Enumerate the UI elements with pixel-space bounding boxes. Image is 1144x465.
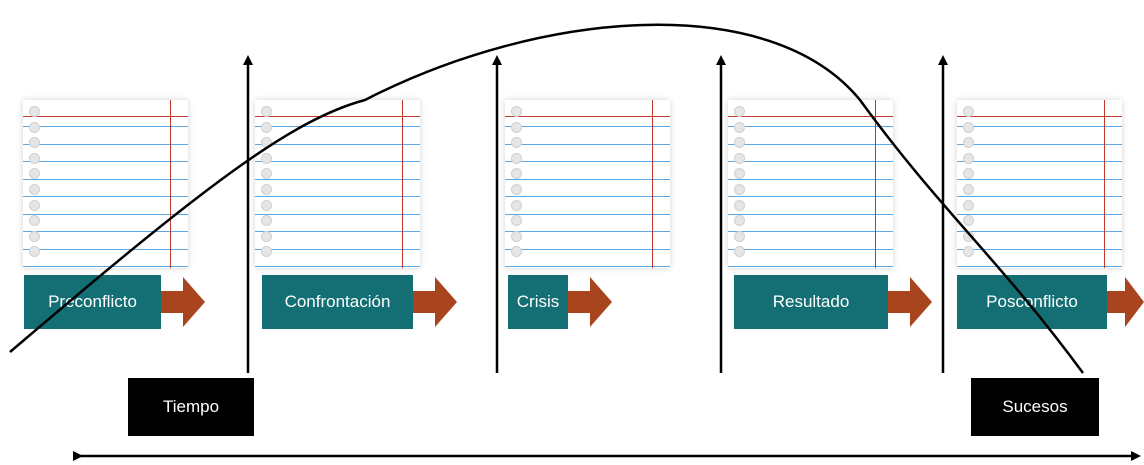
notebook-paper-icon [255,100,420,268]
notebook-paper-icon [23,100,188,268]
stage-box-posconflicto: Posconflicto [957,275,1107,329]
right-arrow-icon [568,277,612,327]
events-label: Sucesos [971,378,1099,436]
notebook-paper-icon [728,100,893,268]
right-arrow-icon [413,277,457,327]
stage-box-crisis: Crisis [508,275,568,329]
right-arrow-icon [1107,277,1144,327]
right-arrow-icon [161,277,205,327]
conflict-curve [9,23,1085,374]
notebook-paper-icon [957,100,1122,268]
stage-box-resultado: Resultado [734,275,888,329]
notebook-paper-icon [505,100,670,268]
right-arrow-icon [888,277,932,327]
time-label: Tiempo [128,378,254,436]
stage-box-confrontacion: Confrontación [262,275,413,329]
